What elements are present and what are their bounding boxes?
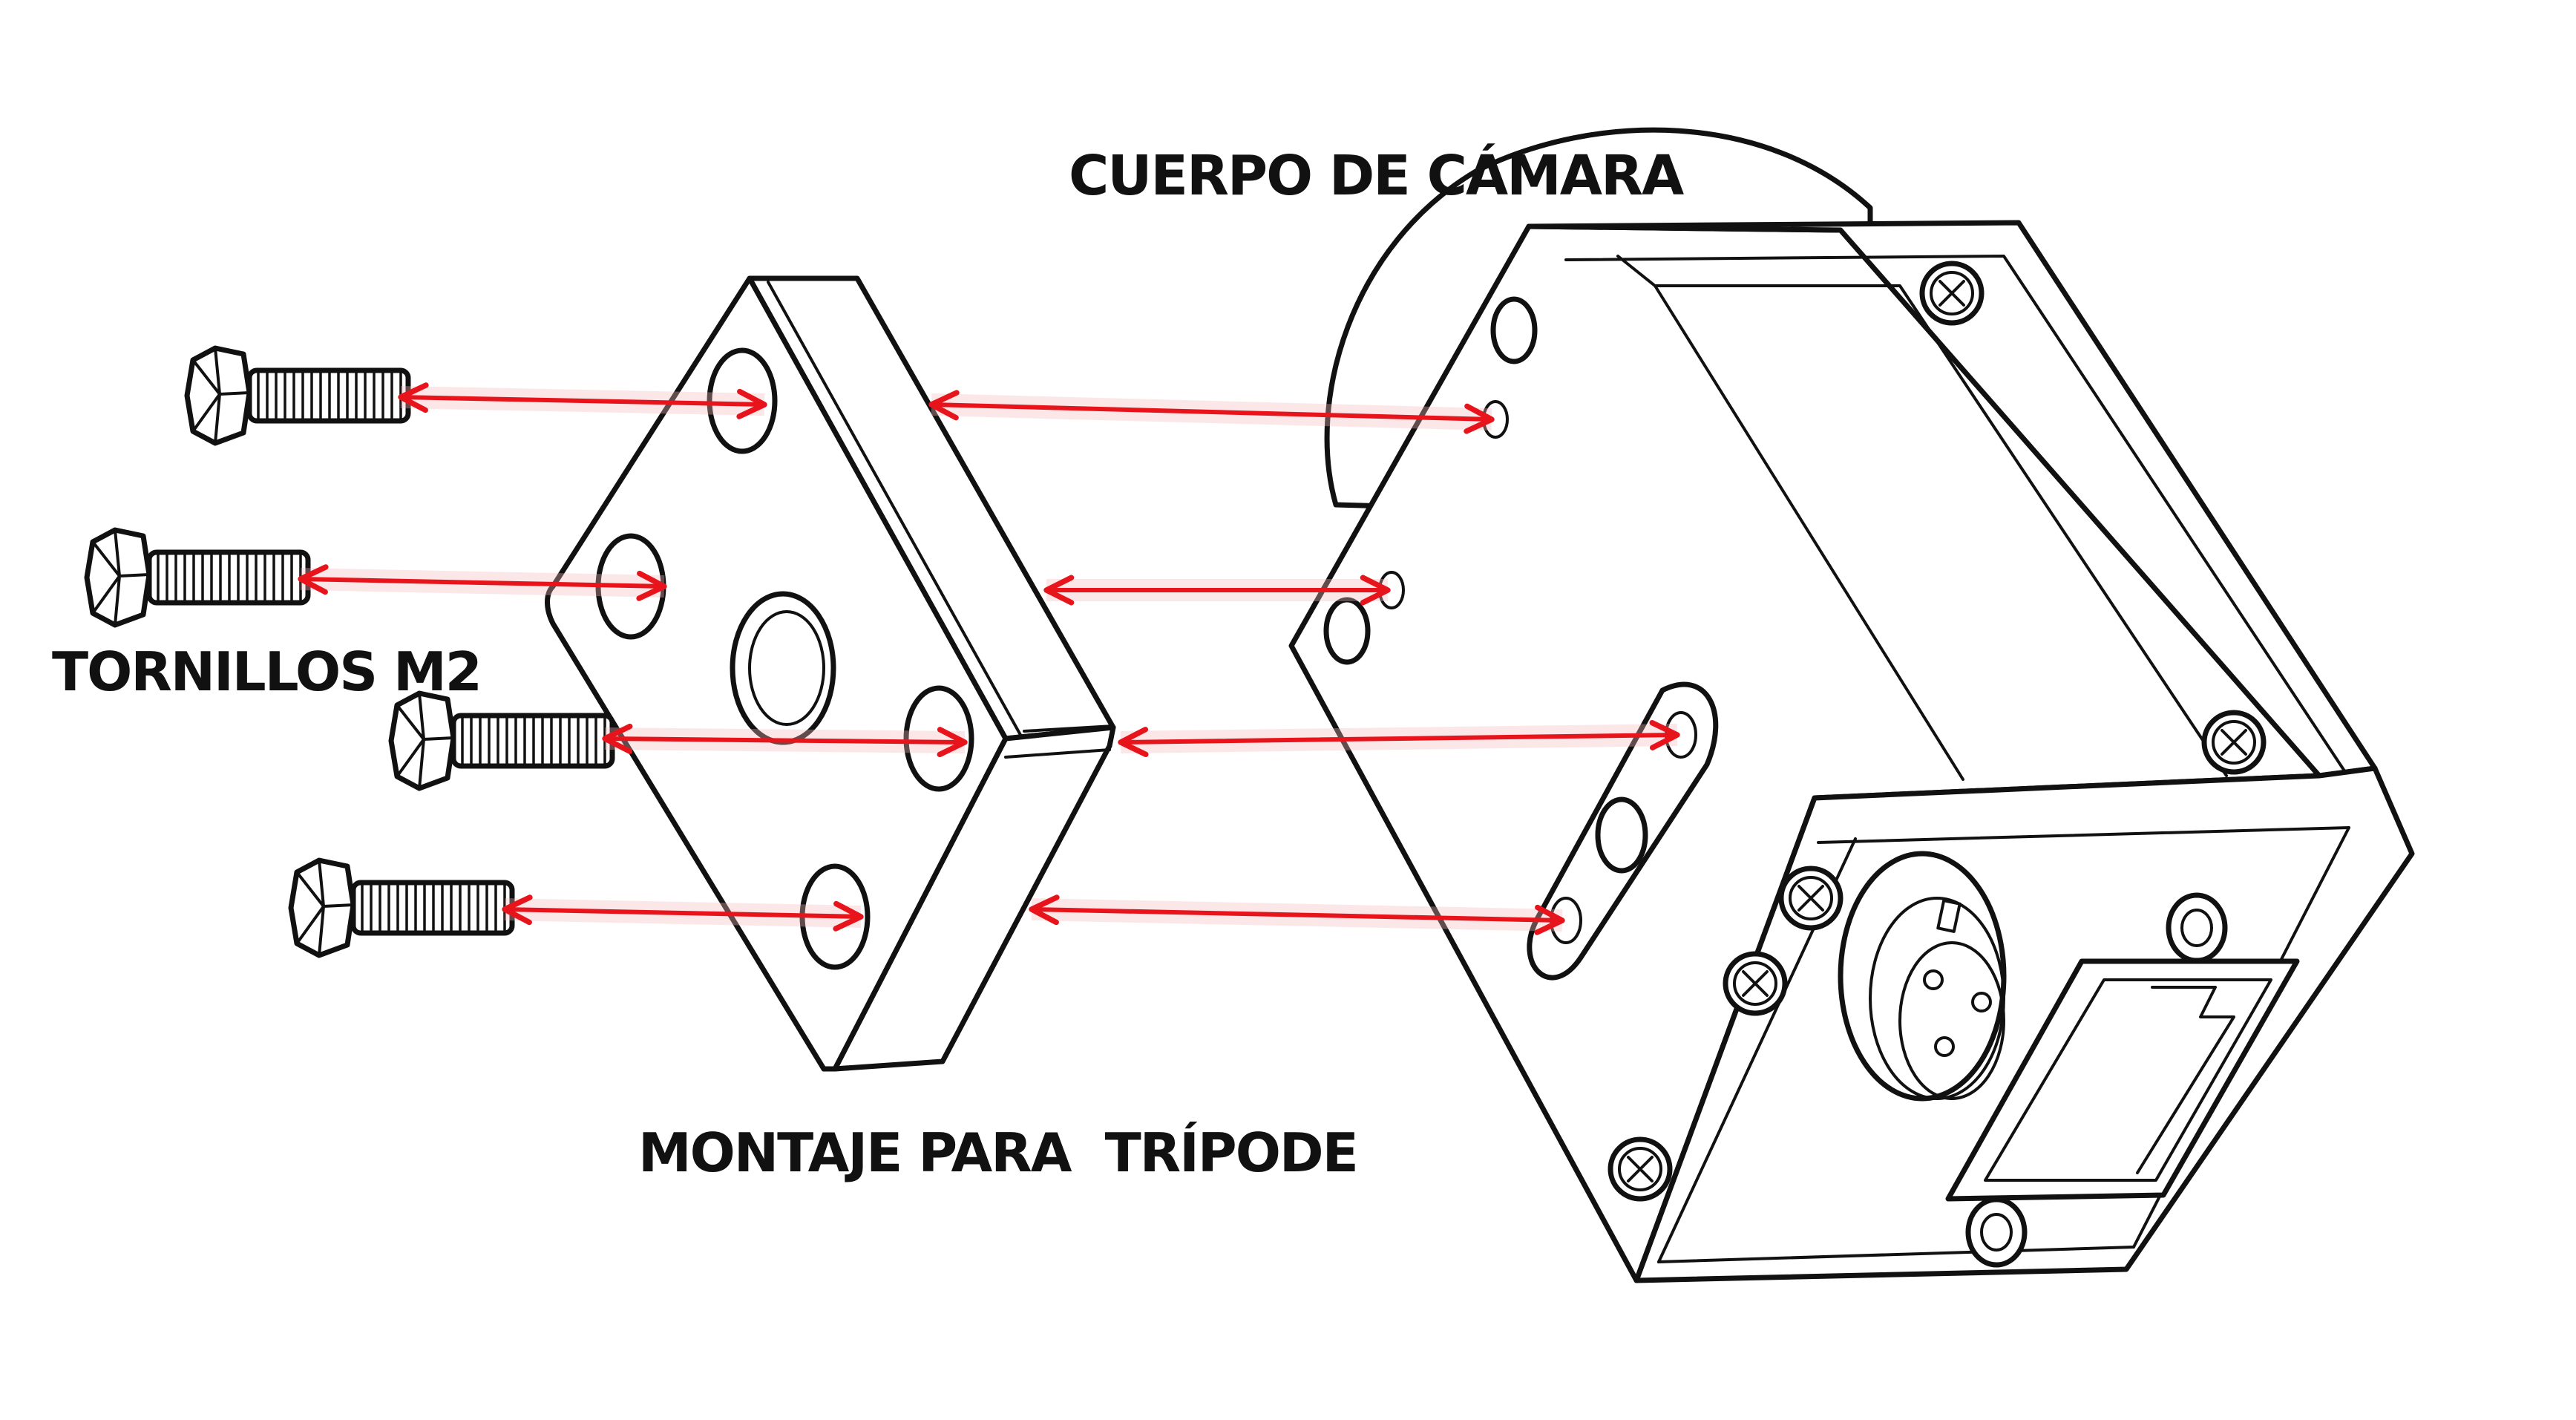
tripod-mount-label: MONTAJE PARA TRÍPODE [638, 1122, 1357, 1184]
tripod-plate-icon [545, 275, 1116, 1072]
screw-icon [87, 530, 308, 625]
arrow-icon [1029, 894, 1565, 935]
arrow-icon [298, 564, 667, 601]
screws-label: TORNILLOS M2 [52, 641, 481, 703]
arrow-icon [602, 723, 968, 758]
arrow-icon [928, 390, 1495, 434]
arrow-icon [398, 382, 767, 419]
screw-icon [187, 348, 408, 443]
camera-body-label: CUERPO DE CÁMARA [1069, 143, 1684, 208]
screw-icon [391, 693, 612, 788]
arrow-icon [1118, 719, 1680, 758]
screw-icon [291, 860, 512, 955]
arrow-icon [502, 894, 864, 932]
camera-body-icon [1288, 127, 2415, 1283]
